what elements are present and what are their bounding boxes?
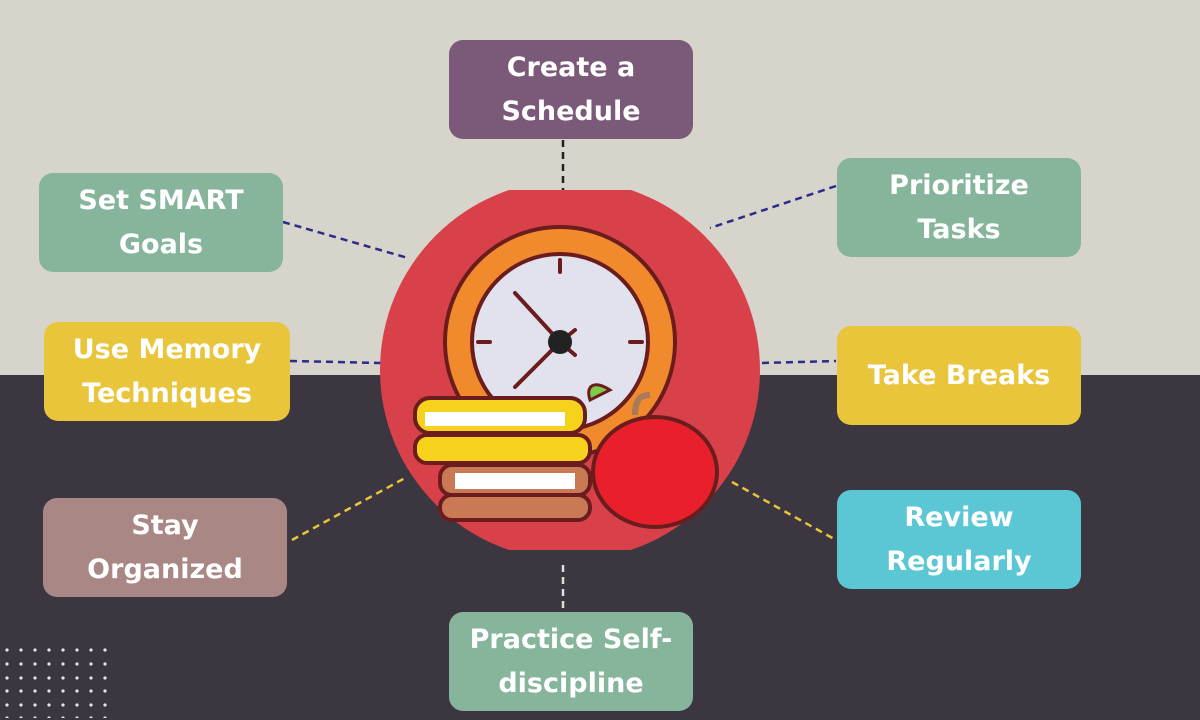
books-icon [413, 396, 592, 522]
node-stay-organized: Stay Organized [43, 498, 287, 597]
node-set-smart-goals: Set SMART Goals [39, 173, 283, 272]
dot-grid-decoration [5, 648, 107, 718]
node-use-memory-techniques: Use Memory Techniques [44, 322, 290, 421]
apple-icon [587, 383, 719, 529]
node-review-regularly: Review Regularly [837, 490, 1081, 589]
node-practice-self-discipline: Practice Self- discipline [449, 612, 693, 711]
center-illustration [380, 190, 760, 550]
node-create-schedule: Create a Schedule [449, 40, 693, 139]
node-take-breaks: Take Breaks [837, 326, 1081, 425]
node-prioritize-tasks: Prioritize Tasks [837, 158, 1081, 257]
